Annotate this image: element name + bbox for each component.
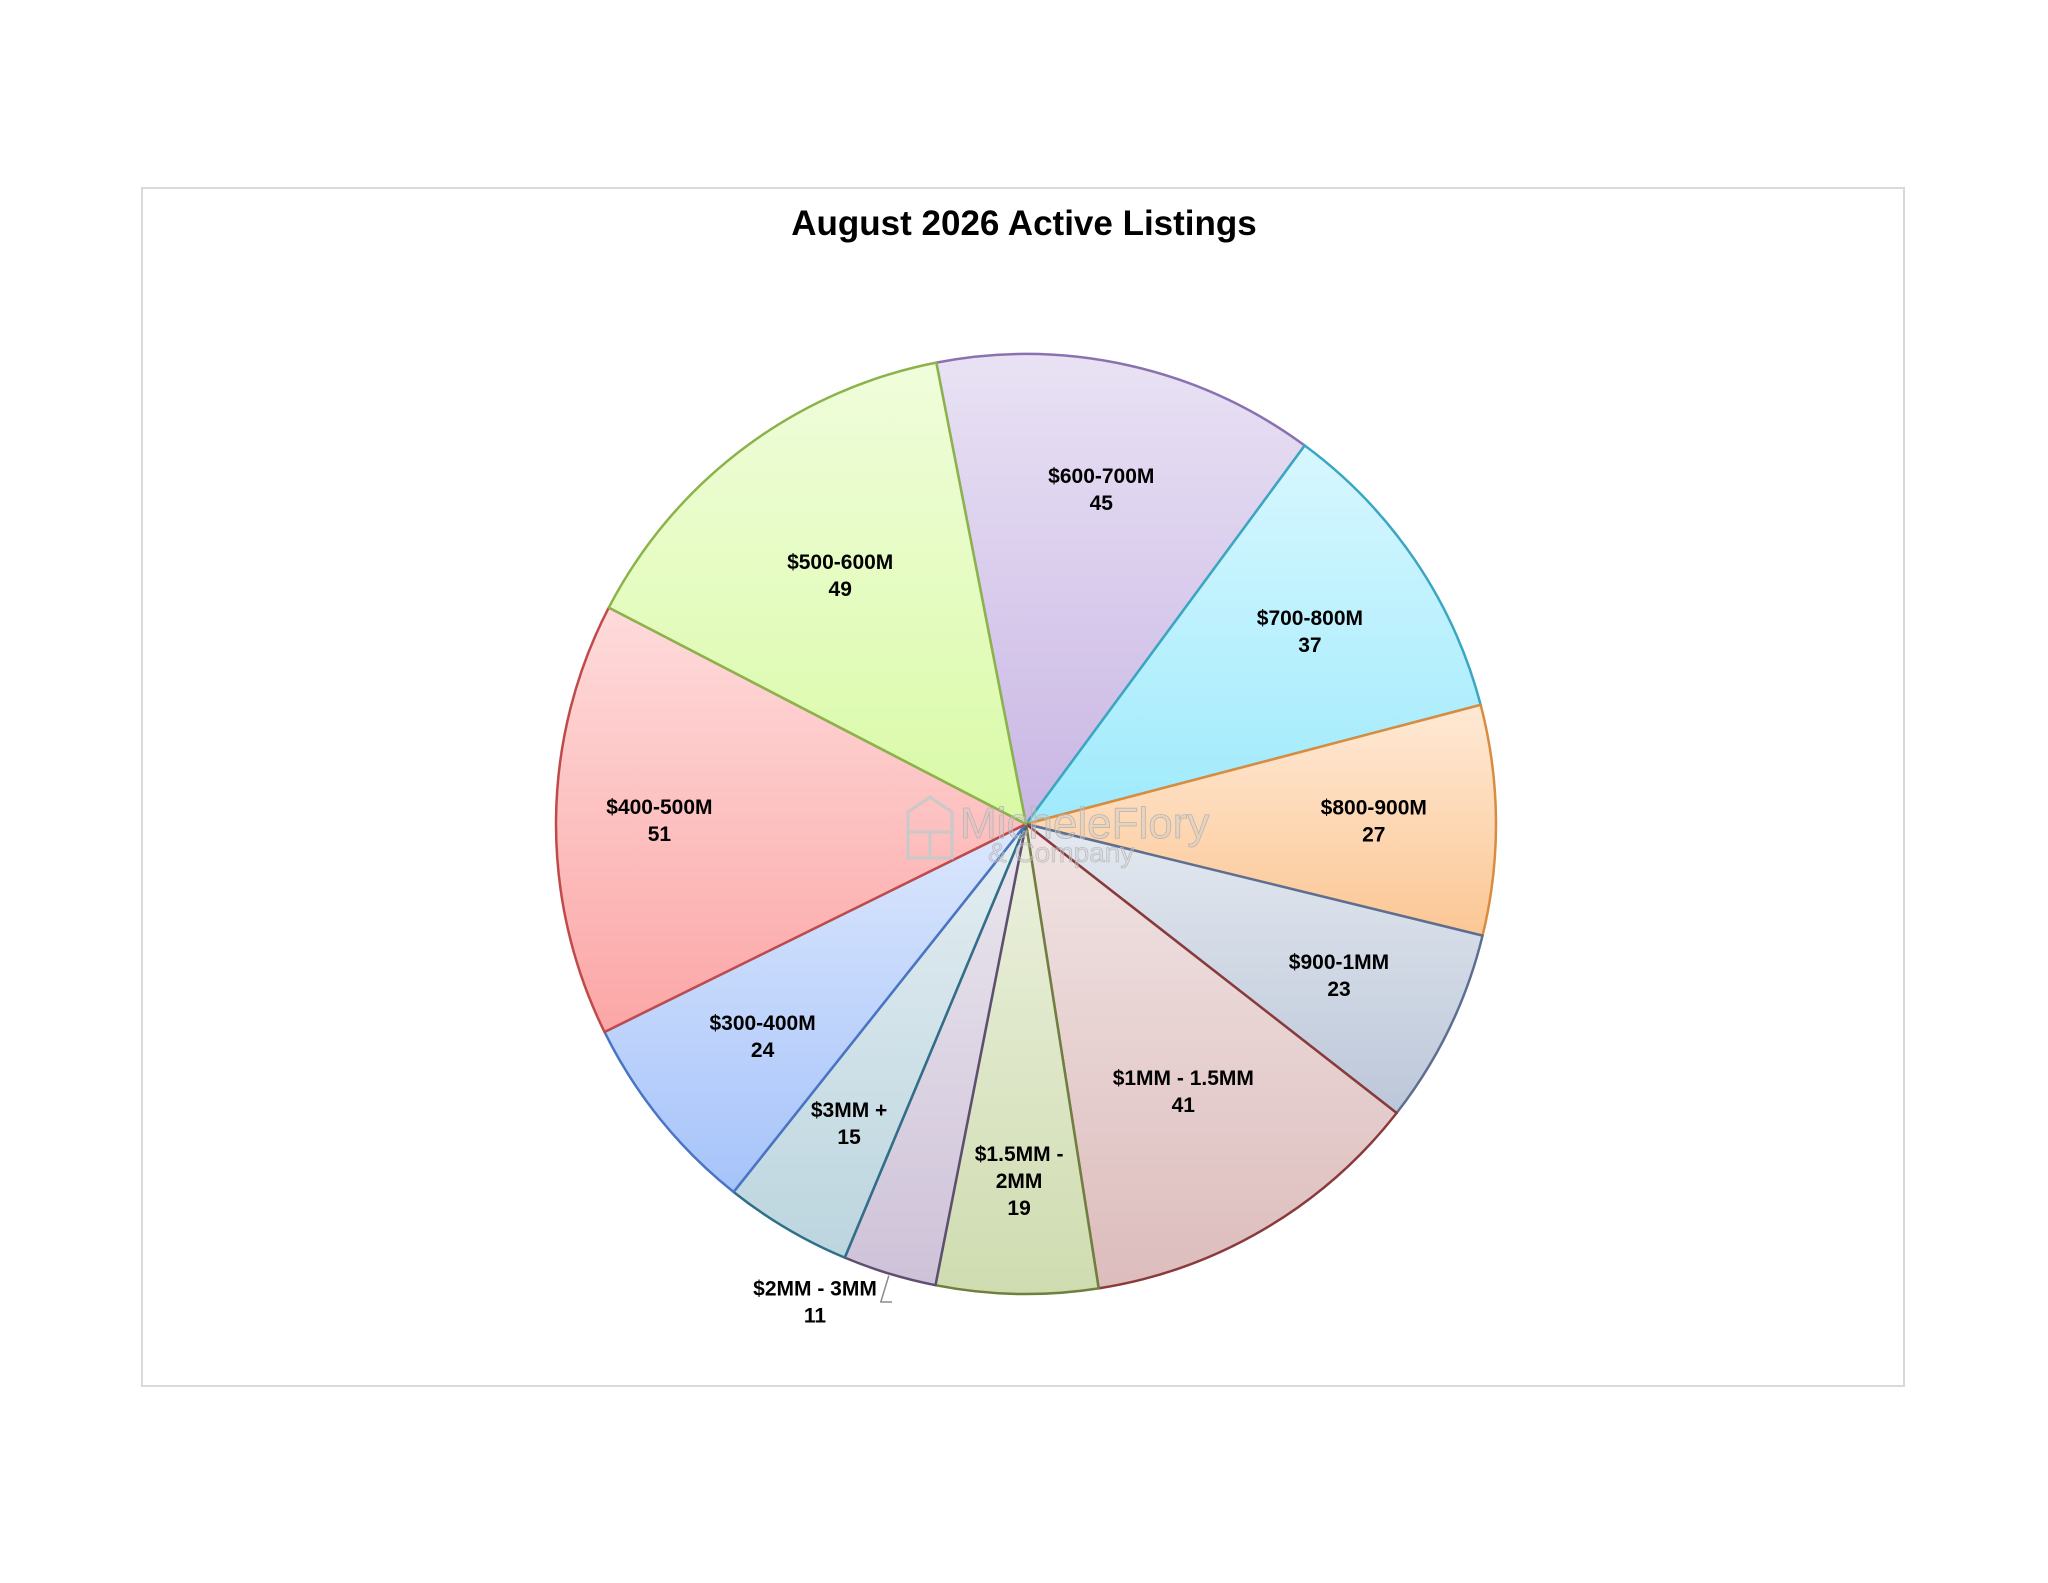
slice-label-3mm: $3MM + 15	[811, 1099, 887, 1149]
slice-category: $600-700M	[1048, 465, 1154, 488]
slice-value: 23	[1327, 978, 1350, 1001]
slice-1mm-1-5mm	[1024, 822, 1398, 1290]
slice-value: 15	[837, 1126, 861, 1149]
watermark-logo-icon	[906, 795, 954, 860]
slice-label-800-900m: $800-900M 27	[1321, 797, 1427, 847]
watermark-line2: & Company	[988, 837, 1134, 868]
slice-value: 19	[1007, 1197, 1030, 1220]
slice-category: $500-600M	[787, 551, 893, 574]
slice-value: 45	[1090, 492, 1114, 515]
watermark-line1: MicheleFlory	[960, 799, 1209, 848]
slice-label-700-800m: $700-800M 37	[1257, 607, 1363, 657]
slice-label-500-600m: $500-600M 49	[787, 551, 893, 601]
slice-value: 11	[804, 1305, 827, 1328]
slice-400-500m	[554, 606, 1028, 1034]
slice-600-700m	[935, 352, 1306, 826]
slice-700-800m	[1024, 444, 1482, 826]
slice-label-400-500m: $400-500M 51	[606, 796, 712, 846]
slice-category: $2MM - 3MM	[753, 1278, 877, 1301]
slice-category: $1MM - 1.5MM	[1113, 1067, 1254, 1090]
slice-category: $1.5MM -	[975, 1143, 1064, 1166]
slice-category: 2MM	[996, 1170, 1043, 1193]
slice-value: 27	[1362, 824, 1385, 847]
slice-category: $400-500M	[606, 796, 712, 819]
slice-value: 37	[1298, 634, 1321, 657]
slice-label-600-700m: $600-700M 45	[1048, 465, 1154, 515]
leader-line	[879, 1275, 892, 1303]
slice-500-600m	[607, 361, 1028, 826]
slice-category: $700-800M	[1257, 607, 1363, 630]
slice-1-5mm-2mm	[934, 822, 1100, 1296]
slice-label-300-400m: $300-400M 24	[709, 1012, 815, 1062]
slice-value: 24	[751, 1039, 775, 1062]
slice-300-400m	[603, 822, 1028, 1194]
slice-800-900m	[1024, 703, 1498, 937]
slice-category: $300-400M	[709, 1012, 815, 1035]
chart-title: August 2026 Active Listings	[791, 204, 1257, 243]
slice-label-1mm-1-5mm: $1MM - 1.5MM 41	[1113, 1067, 1254, 1117]
slice-category: $900-1MM	[1289, 951, 1389, 974]
slice-900-1mm	[1024, 822, 1484, 1115]
slice-category: $800-900M	[1321, 797, 1427, 820]
slice-label-900-1mm: $900-1MM 23	[1289, 951, 1389, 1001]
watermark: MicheleFlory & Company	[906, 795, 1210, 868]
slice-value: 49	[829, 578, 852, 601]
slice-value: 51	[648, 823, 672, 846]
slice-label-1-5mm-2mm: $1.5MM - 2MM 19	[975, 1143, 1064, 1220]
slice-value: 41	[1172, 1094, 1196, 1117]
slice-label-2mm-3mm: $2MM - 3MM 11	[753, 1275, 892, 1328]
slice-category: $3MM +	[811, 1099, 887, 1122]
